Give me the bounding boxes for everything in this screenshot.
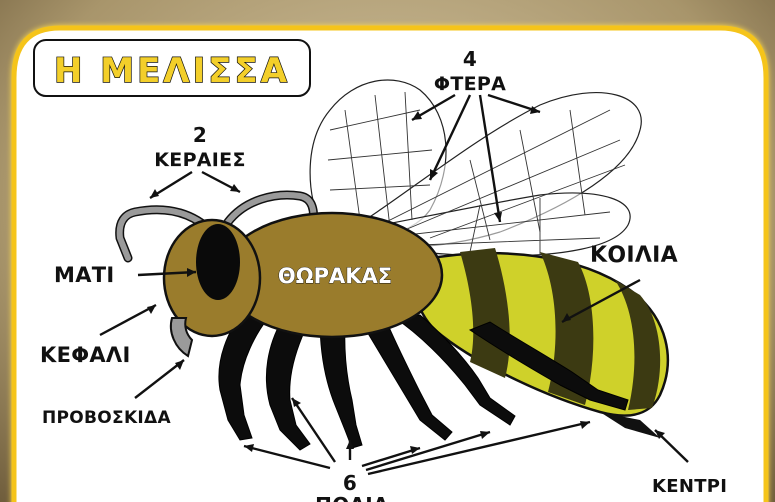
antennae-count: 2	[193, 123, 207, 147]
page-title: Η ΜΕΛΙΣΣΑ	[54, 51, 290, 91]
thorax-label: ΘΩΡΑΚΑΣ	[278, 264, 392, 288]
legs-label: ΠΟΔΙΑ	[315, 493, 389, 502]
wings-label: ΦΤΕΡΑ	[434, 73, 506, 95]
compound-eye	[196, 224, 240, 300]
stinger-label: ΚΕΝΤΡΙ	[652, 476, 727, 497]
legs-count: 6	[343, 471, 357, 495]
antennae-label: ΚΕΡΑΙΕΣ	[154, 149, 245, 171]
proboscis-label: ΠΡΟΒΟΣΚΙΔΑ	[42, 408, 172, 428]
abdomen-label: ΚΟΙΛΙΑ	[590, 243, 678, 268]
head-label: ΚΕΦΑΛΙ	[40, 343, 131, 367]
title-box: Η ΜΕΛΙΣΣΑ	[34, 40, 310, 96]
eye-label: ΜΑΤΙ	[54, 263, 115, 287]
wings-count: 4	[463, 47, 477, 71]
